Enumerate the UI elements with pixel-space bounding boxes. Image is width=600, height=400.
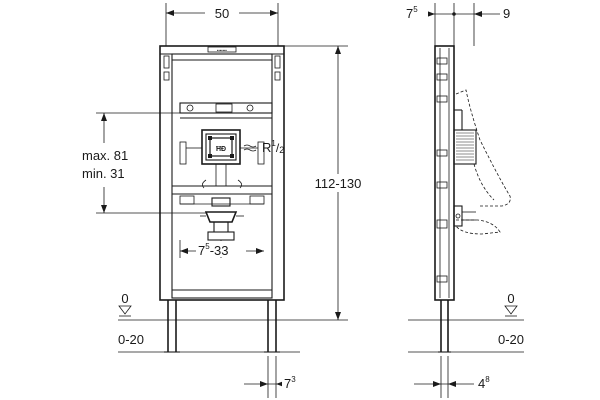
svg-text:ĦĐ: ĦĐ	[216, 146, 226, 153]
svg-text:▪▪▪▪▪▪▪: ▪▪▪▪▪▪▪	[217, 48, 228, 53]
thread-callout: R1/2	[243, 139, 284, 155]
drain-range-label: 75-33	[198, 242, 228, 258]
width-dimension: 50	[165, 3, 279, 46]
frame: ▪▪▪▪▪▪▪	[159, 45, 285, 353]
overall-height-dimension: 112-130	[284, 45, 368, 320]
foot-offset-label: 73	[284, 375, 296, 391]
side-water-connection	[453, 109, 477, 165]
width-label: 50	[215, 6, 229, 21]
connection-box: ĦĐ	[179, 129, 265, 165]
crossbar-lower	[172, 164, 272, 205]
drain-range-dimension: 75-33	[179, 240, 264, 258]
front-floor: 0 0-20	[118, 291, 348, 353]
side-view: 75 9	[404, 3, 524, 398]
side-drain	[453, 205, 476, 227]
min-height-label: min. 31	[82, 166, 125, 181]
side-frame	[434, 45, 455, 353]
connection-height-dimension: max. 81 min. 31	[80, 112, 206, 214]
side-floor-range-label: 0-20	[498, 332, 524, 347]
crossbar-upper	[179, 102, 273, 119]
side-bottom-label: 48	[478, 375, 490, 391]
side-floor: 0 0-20	[408, 291, 524, 353]
max-height-label: max. 81	[82, 148, 128, 163]
urinal-outline	[455, 89, 511, 235]
floor-level-label: 0	[121, 291, 128, 306]
side-bottom-dimension: 48	[414, 356, 500, 398]
side-top-dimension: 75 9	[404, 3, 518, 46]
front-view: 50 ▪▪▪▪▪▪▪	[80, 3, 368, 398]
side-top-left-label: 75	[406, 5, 418, 21]
thread-label: R1/2	[262, 139, 284, 155]
floor-range-label: 0-20	[118, 332, 144, 347]
side-top-right-label: 9	[503, 6, 510, 21]
overall-height-label: 112-130	[315, 176, 362, 191]
drain-fitting	[200, 197, 244, 241]
foot-offset-dimension: 73	[244, 356, 306, 398]
side-floor-level-label: 0	[507, 291, 514, 306]
